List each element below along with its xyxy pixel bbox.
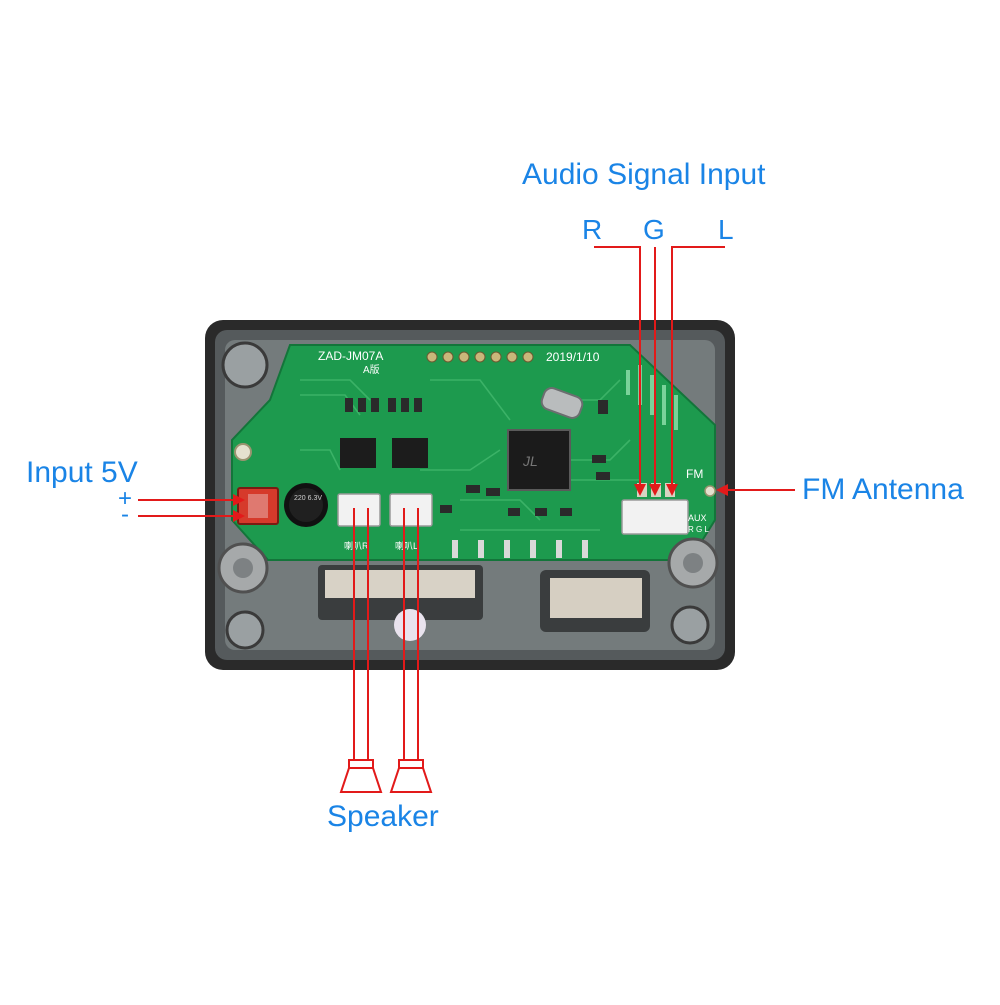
minus-label: - [121,501,129,528]
fm-mark: FM [686,467,703,481]
plus-label: + [118,485,133,512]
aux-mark: AUX [688,513,707,523]
board-revision: A版 [363,363,380,376]
annotation-wires [138,246,795,760]
chip-logo: JL [522,453,538,469]
speaker-label: Speaker [327,800,439,833]
input-5v-label: Input 5V [26,456,138,489]
capacitor-label: 220 6.3V [294,495,322,502]
speaker-icon [339,759,383,793]
audio-g-label: G [643,214,665,245]
audio-r-label: R [582,214,603,245]
arrowheads [233,484,728,522]
speaker-r-mark: 喇叭R [344,540,369,551]
board-model: ZAD-JM07A [318,349,383,363]
audio-signal-input-label: Audio Signal Input [522,158,766,191]
speaker-l-mark: 喇叭L [395,540,418,551]
pcb: JL 220 6.3V [217,344,719,594]
speaker-icon [389,759,433,793]
aux-pins: R G L [688,525,709,534]
audio-l-label: L [718,214,734,245]
board-date: 2019/1/10 [546,350,600,364]
fm-antenna-label: FM Antenna [802,473,964,506]
